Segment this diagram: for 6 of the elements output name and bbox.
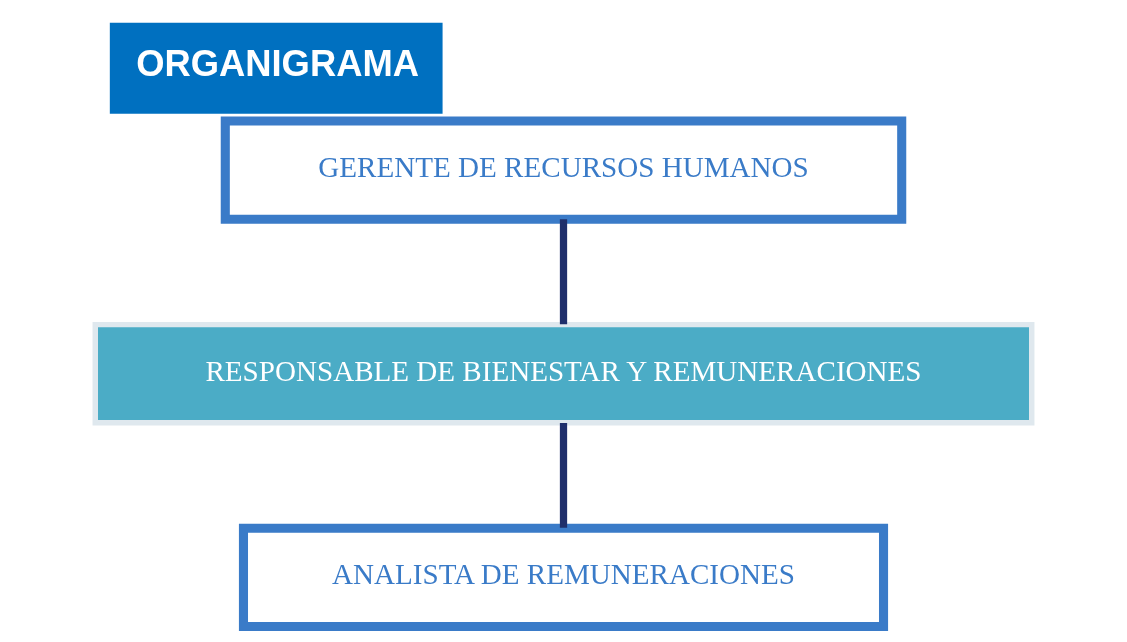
connector [559, 423, 568, 528]
node-box: GERENTE DE RECURSOS HUMANOS [220, 116, 907, 224]
node-box: RESPONSABLE DE BIENESTAR Y REMUNERACIONES [92, 321, 1035, 426]
connector [559, 219, 568, 325]
node-box: ANALISTA DE REMUNERACIONES [238, 523, 889, 632]
diagram-title: ORGANIGRAMA [136, 42, 419, 84]
